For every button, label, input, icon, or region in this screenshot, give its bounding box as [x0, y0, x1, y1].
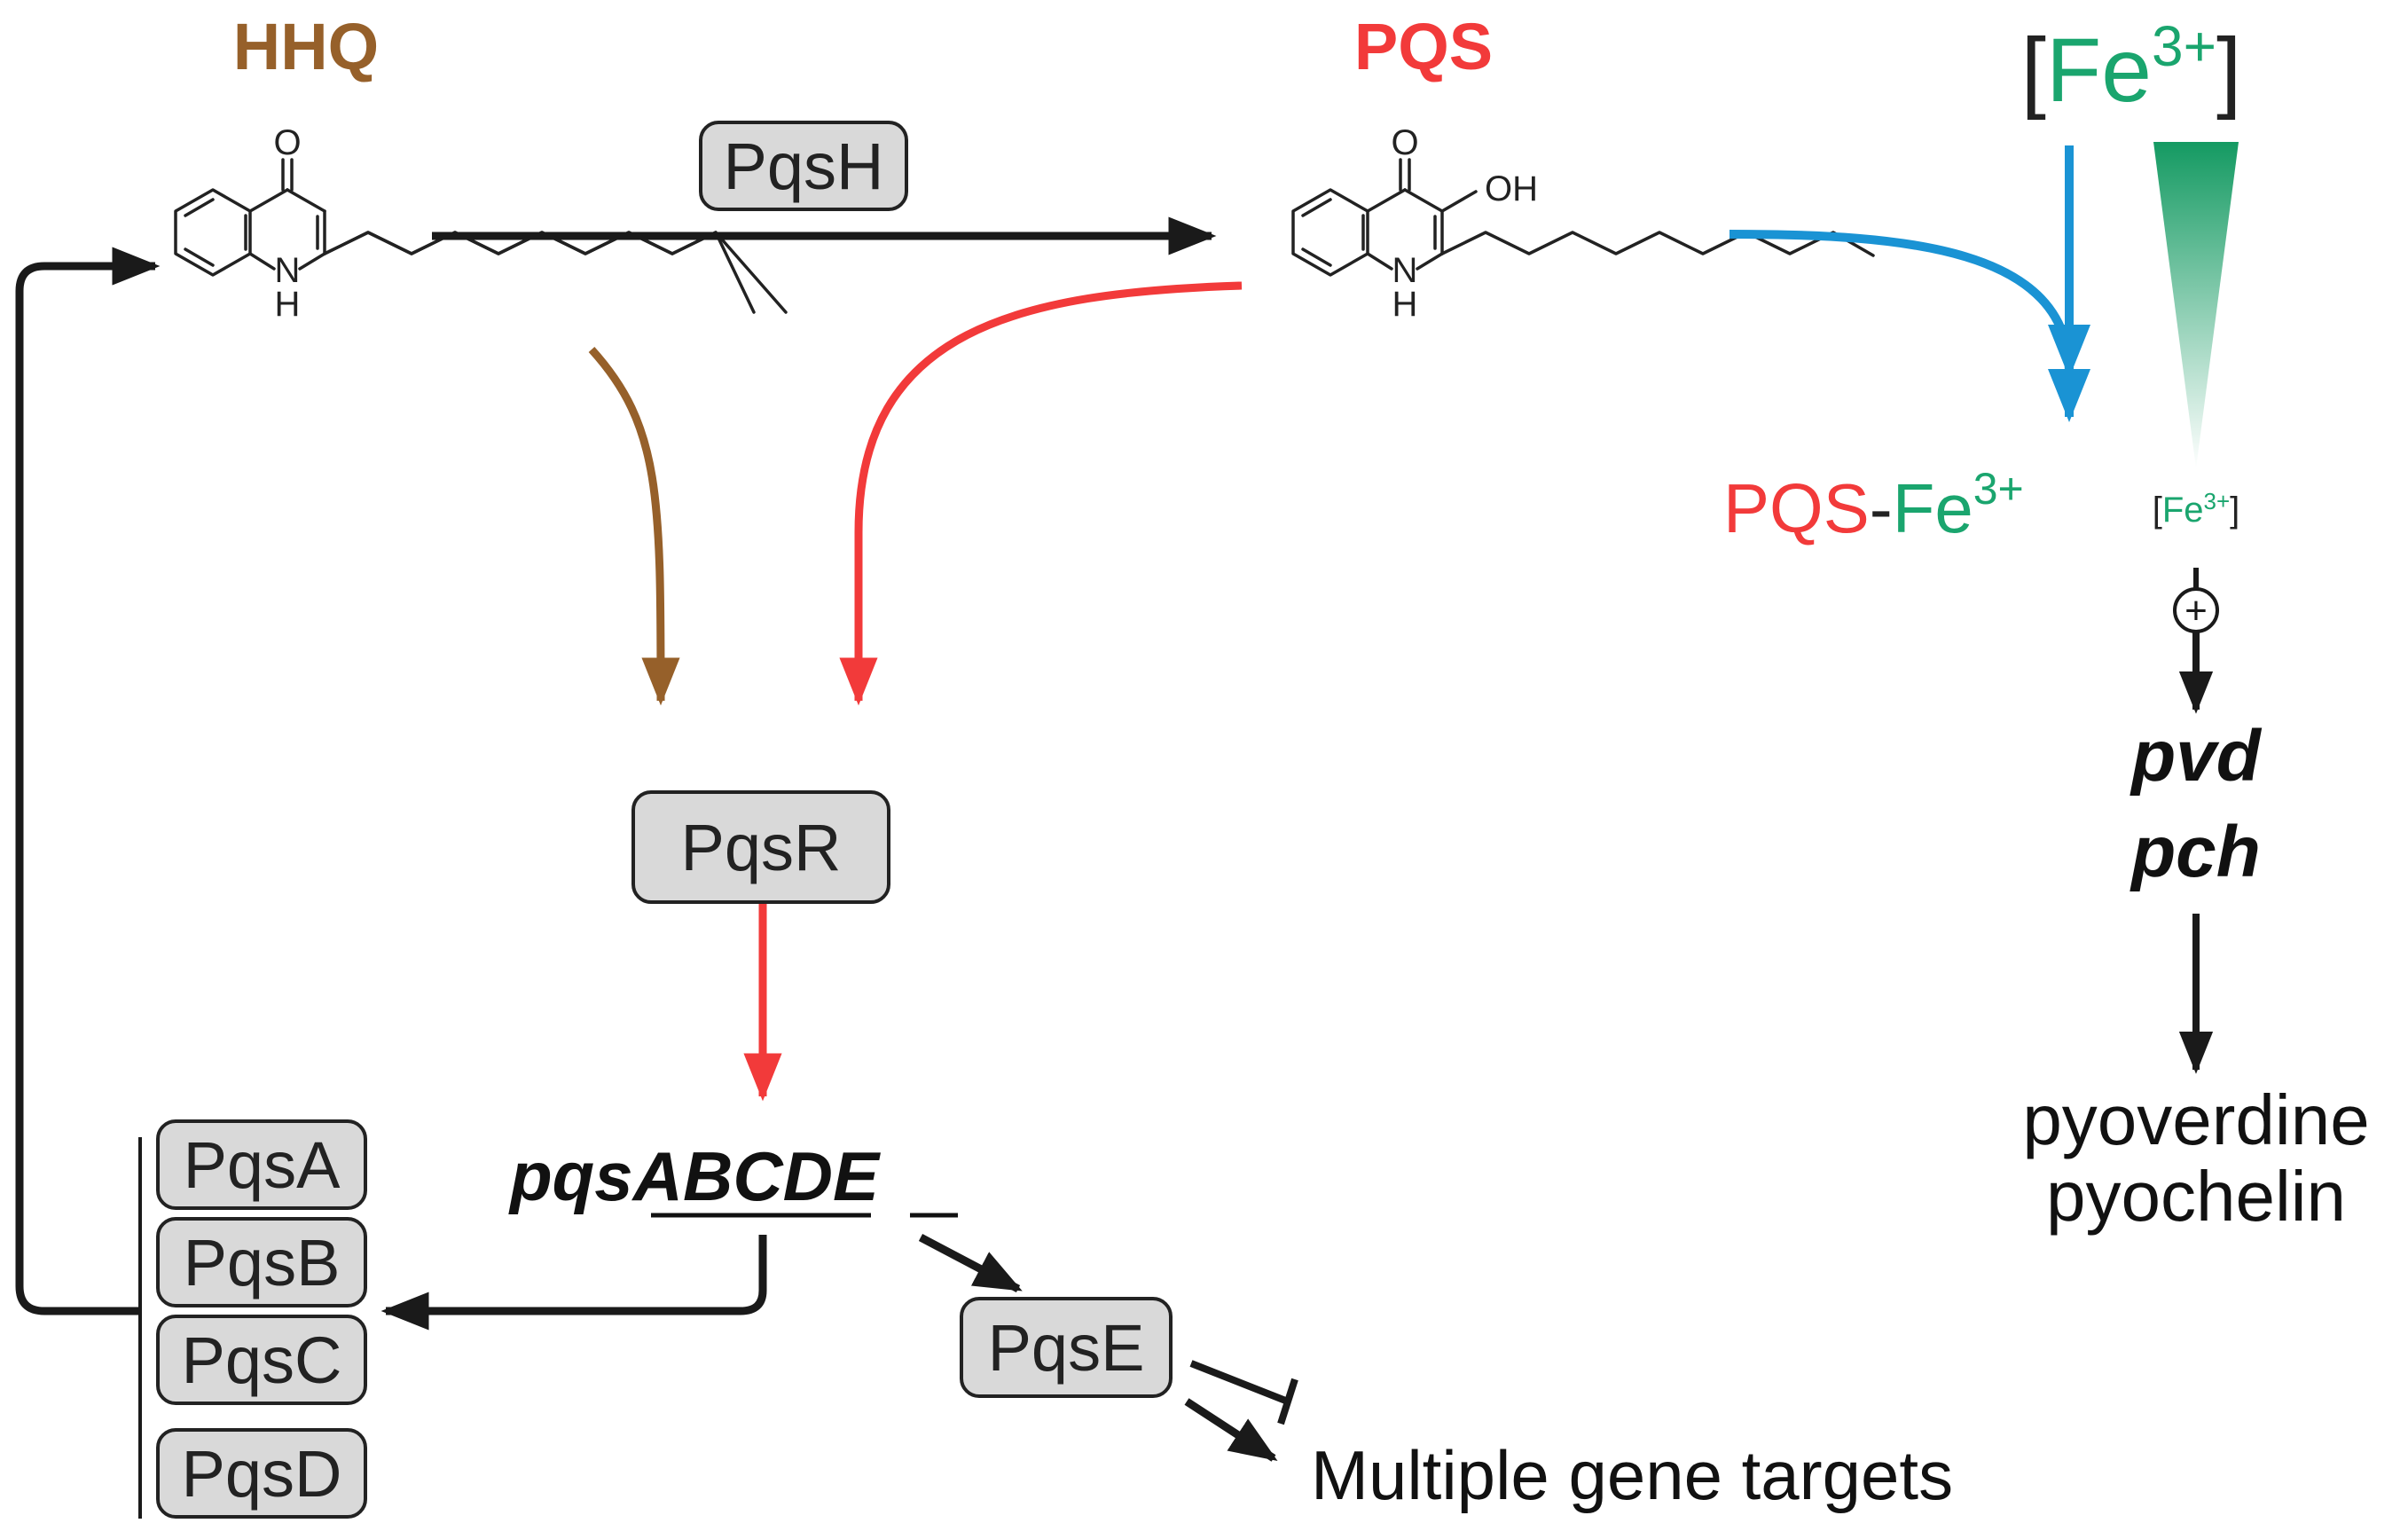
pqsr-label: PqsR: [681, 811, 842, 884]
pqsb-box: PqsB: [156, 1217, 367, 1307]
pqs-title: PQS: [1354, 10, 1493, 83]
pqsr-box: PqsR: [631, 790, 890, 904]
pqsa-box: PqsA: [156, 1119, 367, 1210]
blue-pqs-to-complex-arrow: [1729, 230, 2090, 378]
enzymes-to-hhq-feedback-arrow: [15, 247, 161, 1315]
complex-pqs: PQS: [1723, 469, 1870, 547]
hhq-title: HHQ: [233, 10, 379, 83]
product-pyoverdine: pyoverdine: [2022, 1080, 2369, 1159]
iron-bracket-close: ]: [2216, 20, 2241, 121]
operon-prefix: pqs: [508, 1137, 633, 1215]
pqse-label: PqsE: [988, 1311, 1145, 1385]
pqsd-box: PqsD: [156, 1428, 367, 1519]
pqse-activation-arrow: [1184, 1398, 1278, 1462]
pqsb-label: PqsB: [184, 1226, 341, 1300]
low-iron-symbol: Fe: [2162, 491, 2204, 530]
plus-symbol: +: [2184, 589, 2208, 632]
pqsc-label: PqsC: [182, 1323, 342, 1397]
complex-dash: -: [1870, 469, 1893, 547]
iron-symbol: Fe: [2046, 20, 2152, 121]
low-iron-open: [: [2153, 491, 2162, 530]
operon-to-pqse-arrow: [918, 1234, 1023, 1292]
hhq-to-pqsr-arrow: [588, 346, 680, 706]
pqsc-box: PqsC: [156, 1315, 367, 1405]
pqse-box: PqsE: [960, 1297, 1173, 1398]
pqsh-box: PqsH: [699, 121, 908, 211]
gene-pch: pch: [2130, 812, 2261, 892]
low-iron-charge: 3+: [2204, 488, 2231, 514]
iron-bracket-open: [: [2021, 20, 2046, 121]
gene-pvd: pvd: [2130, 716, 2263, 797]
operon-label: pqsABCDE: [508, 1137, 881, 1215]
pqsh-label: PqsH: [724, 130, 884, 203]
hhq-h-atom: H: [275, 285, 301, 324]
multiple-gene-targets-label: Multiple gene targets: [1311, 1436, 1953, 1514]
pqs-structure: [1291, 158, 1875, 277]
pqs-to-pqsr-arrow: [839, 281, 1243, 706]
hhq-o-atom: O: [273, 123, 301, 162]
pqsa-label: PqsA: [184, 1128, 341, 1202]
hhq-n-atom: N: [275, 251, 301, 290]
complex-fe: Fe: [1893, 469, 1973, 547]
pqs-n-atom: N: [1392, 251, 1418, 290]
operon-underlined: ABCD: [631, 1137, 833, 1215]
pqs-o-atom: O: [1391, 123, 1418, 162]
pqse-inhibition-line: [1189, 1360, 1290, 1405]
iron-charge: 3+: [2152, 14, 2216, 78]
pqsd-label: PqsD: [182, 1437, 342, 1511]
complex-charge: 3+: [1973, 464, 2024, 514]
pqse-inhibition-bar: [1277, 1378, 1298, 1425]
iron-gradient-wedge: [2153, 142, 2239, 468]
pqs-oh-atom: OH: [1485, 169, 1538, 208]
iron-label: [Fe3+]: [2021, 14, 2242, 121]
operon-last: E: [833, 1137, 881, 1215]
pqs-iron-complex-label: PQS-Fe3+: [1723, 464, 2024, 547]
operon-to-enzymes-arrow: [380, 1235, 767, 1331]
product-pyochelin: pyochelin: [2046, 1157, 2346, 1236]
pqs-h-atom: H: [1392, 285, 1418, 324]
low-iron-close: ]: [2230, 491, 2239, 530]
low-iron-label: [Fe3+]: [2153, 488, 2240, 530]
